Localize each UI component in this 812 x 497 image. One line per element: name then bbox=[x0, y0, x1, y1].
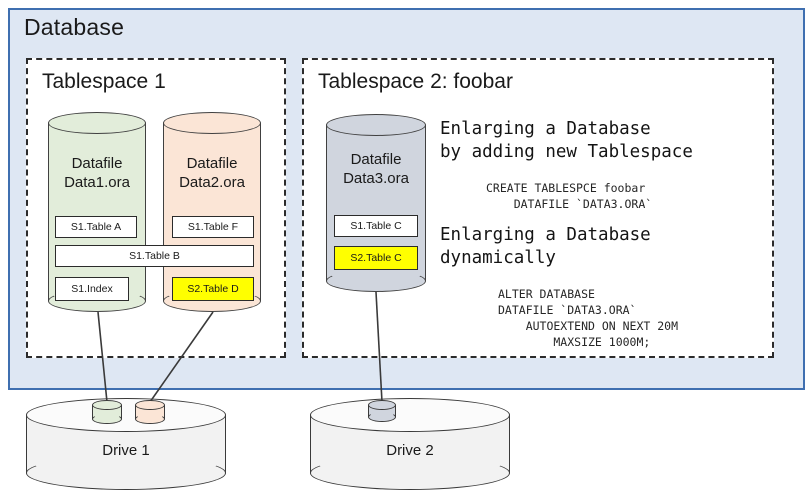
mini-cylinder-bottom bbox=[368, 412, 396, 422]
mini-cylinder-top bbox=[92, 400, 122, 410]
drive-2: Drive 2 bbox=[310, 398, 510, 490]
drive-top bbox=[310, 398, 510, 432]
drive-label: Drive 1 bbox=[102, 442, 150, 459]
cylinder-body bbox=[48, 123, 146, 301]
datafile-label-line1: Datafile bbox=[71, 155, 123, 172]
drive-1: Drive 1 bbox=[26, 398, 226, 490]
datafile-label-line2: Data1.ora bbox=[64, 174, 130, 191]
cylinder-top bbox=[48, 112, 146, 134]
drive-top bbox=[26, 398, 226, 432]
table-chip-s1-table-c: S1.Table C bbox=[334, 215, 418, 237]
mini-cylinder-top bbox=[135, 400, 165, 410]
tablespace-1-title: Tablespace 1 bbox=[42, 70, 166, 93]
note-2-headline: Enlarging a Database dynamically bbox=[440, 225, 651, 268]
drive-1-datafile-marker-data1 bbox=[92, 400, 122, 424]
table-chip-s2-table-d: S2.Table D bbox=[172, 277, 254, 301]
drive-bottom bbox=[310, 456, 510, 490]
table-chip-s1-table-f: S1.Table F bbox=[172, 216, 254, 238]
table-chip-s1-table-a: S1.Table A bbox=[55, 216, 137, 238]
drive-1-datafile-marker-data2 bbox=[135, 400, 165, 424]
cylinder-top bbox=[163, 112, 261, 134]
datafile-label-line2: Data3.ora bbox=[343, 170, 409, 187]
datafile-label-line1: Datafile bbox=[350, 151, 402, 168]
drive-bottom bbox=[26, 456, 226, 490]
cylinder-top bbox=[326, 114, 426, 136]
datafile-label-line1: Datafile bbox=[186, 155, 238, 172]
datafile-label-line2: Data2.ora bbox=[179, 174, 245, 191]
tablespace-2-title: Tablespace 2: foobar bbox=[318, 70, 513, 93]
mini-cylinder-top bbox=[368, 400, 396, 410]
database-title: Database bbox=[24, 14, 125, 40]
datafile-cylinder-data2: Datafile Data2.ora bbox=[163, 112, 261, 312]
note-1-sql: CREATE TABLESPCE foobar DATAFILE `DATA3.… bbox=[486, 181, 653, 211]
drive-2-datafile-marker-data3 bbox=[368, 400, 396, 422]
note-1-headline: Enlarging a Database by adding new Table… bbox=[440, 119, 693, 162]
drive-label: Drive 2 bbox=[386, 442, 434, 459]
mini-cylinder-bottom bbox=[92, 414, 122, 424]
table-chip-s2-table-c: S2.Table C bbox=[334, 246, 418, 270]
cylinder-bottom bbox=[326, 270, 426, 292]
table-chip-s1-table-b: S1.Table B bbox=[55, 245, 254, 267]
cylinder-body bbox=[163, 123, 261, 301]
note-2-sql: ALTER DATABASE DATAFILE `DATA3.ORA` AUTO… bbox=[498, 287, 679, 349]
mini-cylinder-bottom bbox=[135, 414, 165, 424]
table-chip-s1-index: S1.Index bbox=[55, 277, 129, 301]
